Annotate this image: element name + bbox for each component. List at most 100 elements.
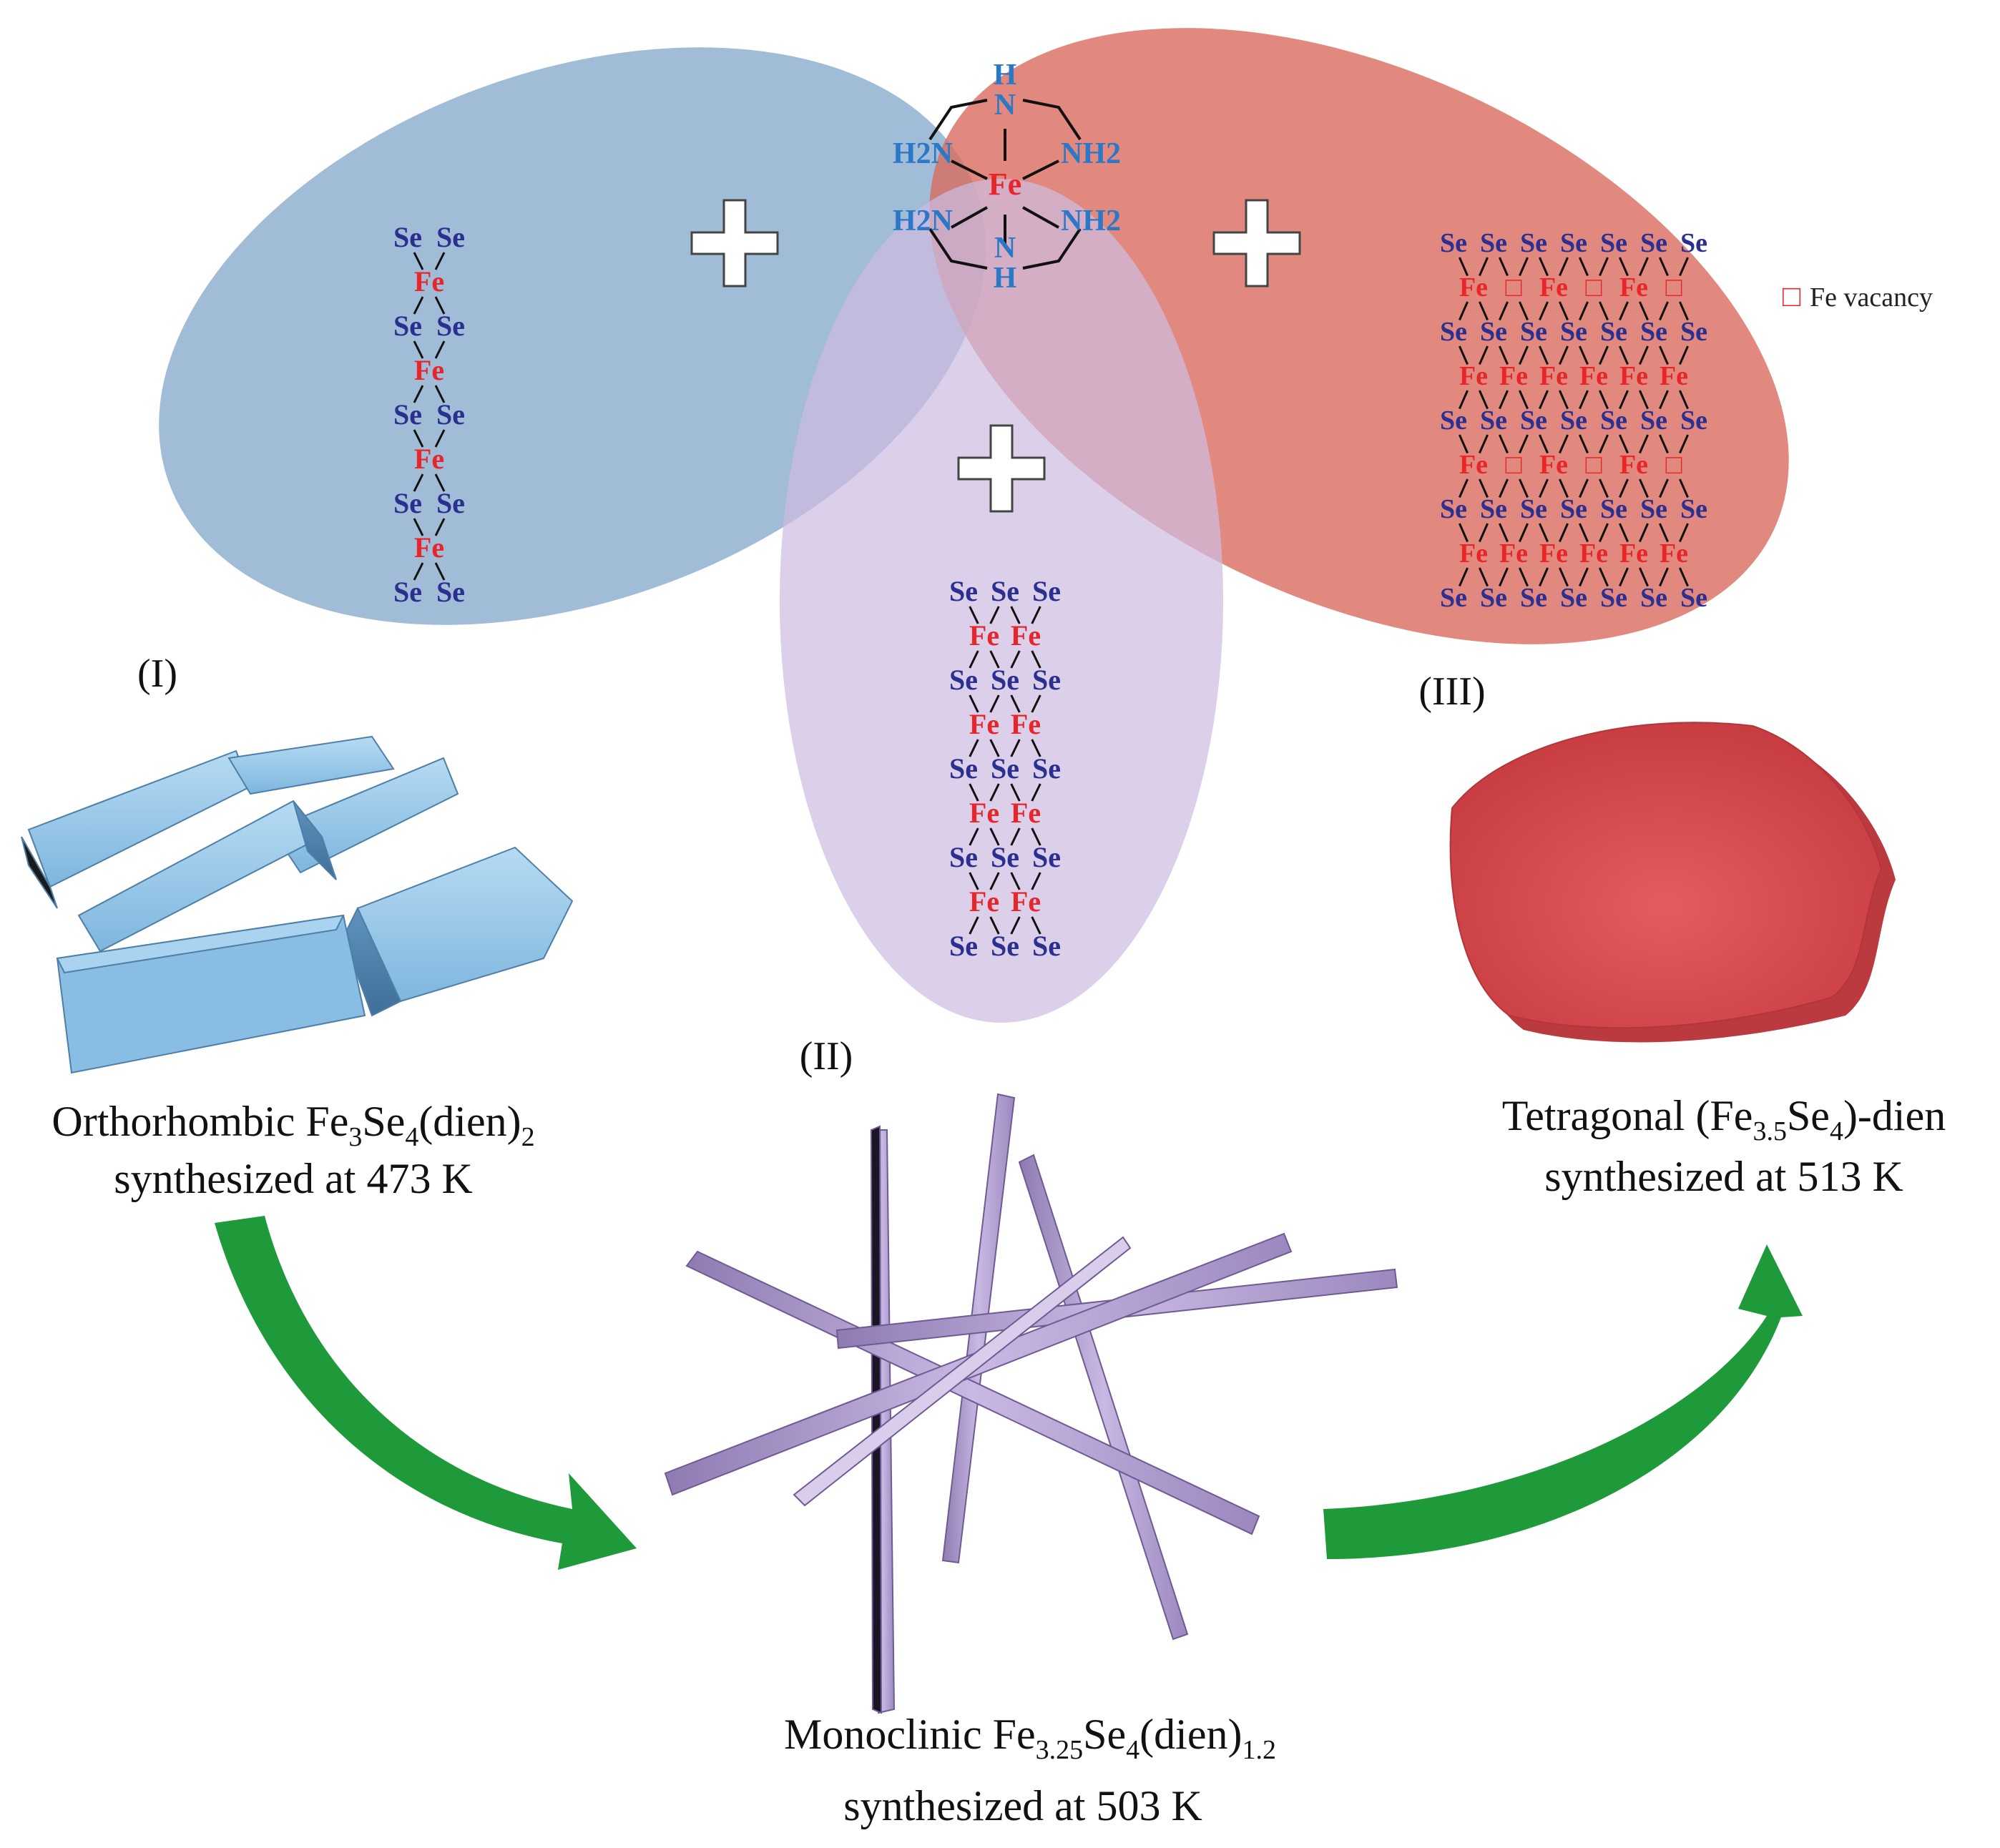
atom-se: Se <box>1600 583 1627 613</box>
atom-se: Se <box>1520 228 1547 258</box>
bond-line <box>989 650 1000 669</box>
plus-icon <box>690 199 779 287</box>
bond-line <box>1519 301 1529 321</box>
bond-line <box>969 606 979 624</box>
bond-line <box>1599 478 1609 498</box>
atom-se: Se <box>1032 664 1061 696</box>
atom-se: Se <box>1560 494 1587 524</box>
bond-line <box>969 739 979 757</box>
bond-line <box>1539 301 1549 321</box>
bond-line <box>1479 345 1489 365</box>
bond-line <box>1659 345 1669 365</box>
caption-subscript: 4 <box>1830 1116 1843 1146</box>
plus-icon <box>957 424 1046 513</box>
atom-fe: Fe <box>1660 539 1688 569</box>
atom-fe: Fe <box>969 797 999 829</box>
atom-se: Se <box>949 930 978 962</box>
caption-text: Tetragonal (Fe <box>1502 1092 1753 1139</box>
atom-se: Se <box>1480 494 1507 524</box>
bond-line <box>1679 567 1689 587</box>
atom-fe: Fe <box>1539 361 1568 391</box>
bond-line <box>1519 523 1529 543</box>
atom-fe: Fe <box>414 354 444 386</box>
green-arrow-icon <box>215 1216 637 1570</box>
bond-line <box>969 694 979 713</box>
atom-se: Se <box>1520 494 1547 524</box>
atom-se: Se <box>1640 494 1667 524</box>
bond-line <box>1619 478 1629 498</box>
complex-atom: H <box>994 262 1017 295</box>
bond-line <box>1639 567 1649 587</box>
caption-subscript: 1.2 <box>1242 1735 1276 1765</box>
bond-line <box>1679 434 1689 454</box>
bond-line <box>434 296 446 315</box>
bond-line <box>1679 478 1689 498</box>
bond-line <box>1479 567 1489 587</box>
bond-line <box>1479 478 1489 498</box>
bond-line <box>1679 390 1689 410</box>
caption-subscript: 3.25 <box>1036 1735 1084 1765</box>
complex-atom: N <box>994 232 1016 265</box>
vacancy-symbol: □ <box>1586 272 1602 303</box>
vacancy-symbol: □ <box>1666 450 1682 480</box>
bond-line <box>969 650 979 669</box>
bond-line <box>1010 606 1021 624</box>
atom-se: Se <box>1480 583 1507 613</box>
complex-atom: H2N <box>893 205 953 237</box>
bond-line <box>1619 523 1629 543</box>
svg-text:Orthorhombic Fe3Se4(dien)2: Orthorhombic Fe3Se4(dien)2 <box>52 1098 534 1152</box>
bond-line <box>1499 567 1509 587</box>
label-phase-3: (III) <box>1418 669 1485 714</box>
bond-line <box>1599 257 1609 277</box>
purple-rod-icon <box>664 1093 1398 1714</box>
caption-text: )-dien <box>1843 1092 1946 1139</box>
atom-se: Se <box>949 752 978 785</box>
atom-se: Se <box>1440 494 1467 524</box>
atom-se: Se <box>436 576 465 608</box>
atom-se: Se <box>1600 317 1627 347</box>
atom-se: Se <box>1440 583 1467 613</box>
bond-line <box>989 916 1000 935</box>
atom-fe: Fe <box>1459 272 1488 303</box>
ellipse-orthorhombic <box>159 47 986 625</box>
atom-se: Se <box>436 221 465 253</box>
bond-line <box>413 562 424 581</box>
atom-se: Se <box>1032 930 1061 962</box>
bond-line <box>413 340 424 359</box>
atom-se: Se <box>1680 317 1707 347</box>
atom-se: Se <box>1440 317 1467 347</box>
blue-crystal-icon <box>21 735 574 1074</box>
atom-se: Se <box>1032 752 1061 785</box>
bond-line <box>1599 434 1609 454</box>
bond-line <box>1559 434 1569 454</box>
bond-line <box>413 252 424 270</box>
bond-line <box>969 783 979 802</box>
bond-line <box>413 429 424 448</box>
bond-line <box>1031 872 1041 890</box>
atom-fe: Fe <box>1539 450 1568 480</box>
bond-line <box>1679 523 1689 543</box>
atom-se: Se <box>1680 228 1707 258</box>
bond-line <box>1479 257 1489 277</box>
atom-se: Se <box>1640 317 1667 347</box>
bond-line <box>1579 301 1589 321</box>
atom-se: Se <box>1520 317 1547 347</box>
bond-line <box>1031 739 1041 757</box>
bond-line <box>1499 345 1509 365</box>
label-phase-1: (I) <box>137 652 177 696</box>
atom-fe: Fe <box>1539 272 1568 303</box>
plus-icon <box>1212 199 1301 287</box>
bond-line <box>1639 390 1649 410</box>
atom-se: Se <box>1680 494 1707 524</box>
atom-fe: Fe <box>414 443 444 475</box>
atom-se: Se <box>436 310 465 342</box>
bond-line <box>1459 390 1469 410</box>
bond-line <box>1539 478 1549 498</box>
bond-line <box>1639 478 1649 498</box>
bond-line <box>1031 916 1041 935</box>
bond-line <box>1659 567 1669 587</box>
bond-line <box>1619 434 1629 454</box>
bond-line <box>1499 257 1509 277</box>
complex-atom: H <box>994 59 1017 92</box>
